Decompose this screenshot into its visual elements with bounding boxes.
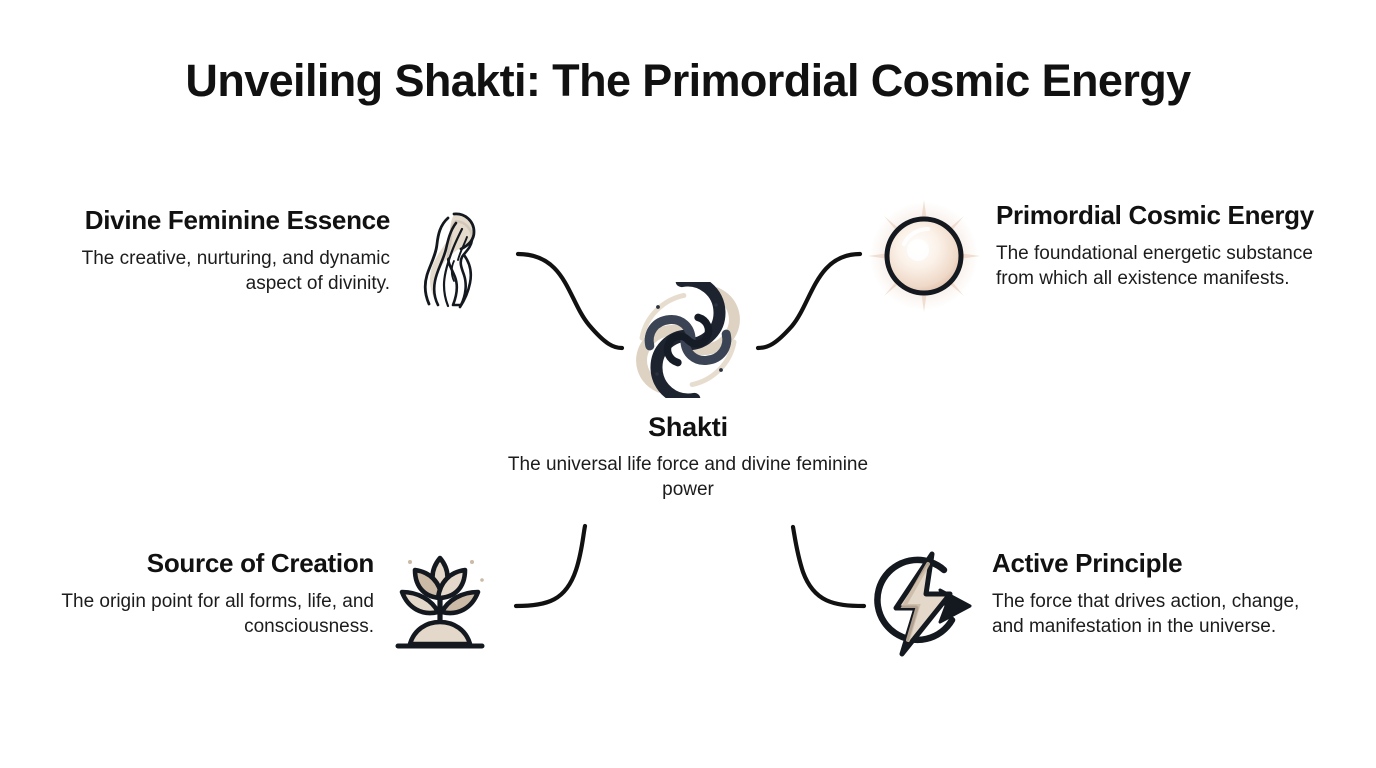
node-active-principle[interactable]: Active Principle The force that drives a… <box>866 548 1318 660</box>
divine-feminine-silhouette-icon <box>404 205 492 313</box>
node-divine-feminine-essence[interactable]: Divine Feminine Essence The creative, nu… <box>62 205 492 313</box>
connector-bottom-left <box>513 523 588 609</box>
node-title: Primordial Cosmic Energy <box>996 200 1314 230</box>
node-description: The origin point for all forms, life, an… <box>61 591 374 638</box>
center-hub-shakti[interactable]: Shakti The universal life force and divi… <box>488 282 888 503</box>
page-title: Unveiling Shakti: The Primordial Cosmic … <box>185 55 1191 106</box>
node-description: The foundational energetic substance fro… <box>996 243 1313 290</box>
connector-bottom-right <box>790 524 867 609</box>
node-source-of-creation[interactable]: Source of Creation The origin point for … <box>60 548 492 660</box>
node-title: Source of Creation <box>146 548 375 578</box>
spiral-galaxy-vortex-icon <box>488 282 888 400</box>
hub-description: The universal life force and divine femi… <box>507 454 869 501</box>
node-description: The force that drives action, change, an… <box>992 591 1300 638</box>
node-description: The creative, nurturing, and dynamic asp… <box>81 248 390 295</box>
node-title: Active Principle <box>992 548 1183 578</box>
node-title: Divine Feminine Essence <box>84 205 391 235</box>
sprouting-plant-icon <box>388 548 492 660</box>
lightning-bolt-cycle-icon <box>866 548 976 660</box>
node-primordial-cosmic-energy[interactable]: Primordial Cosmic Energy The foundationa… <box>868 200 1318 312</box>
glowing-orb-icon <box>868 200 980 312</box>
hub-title: Shakti <box>648 412 728 442</box>
